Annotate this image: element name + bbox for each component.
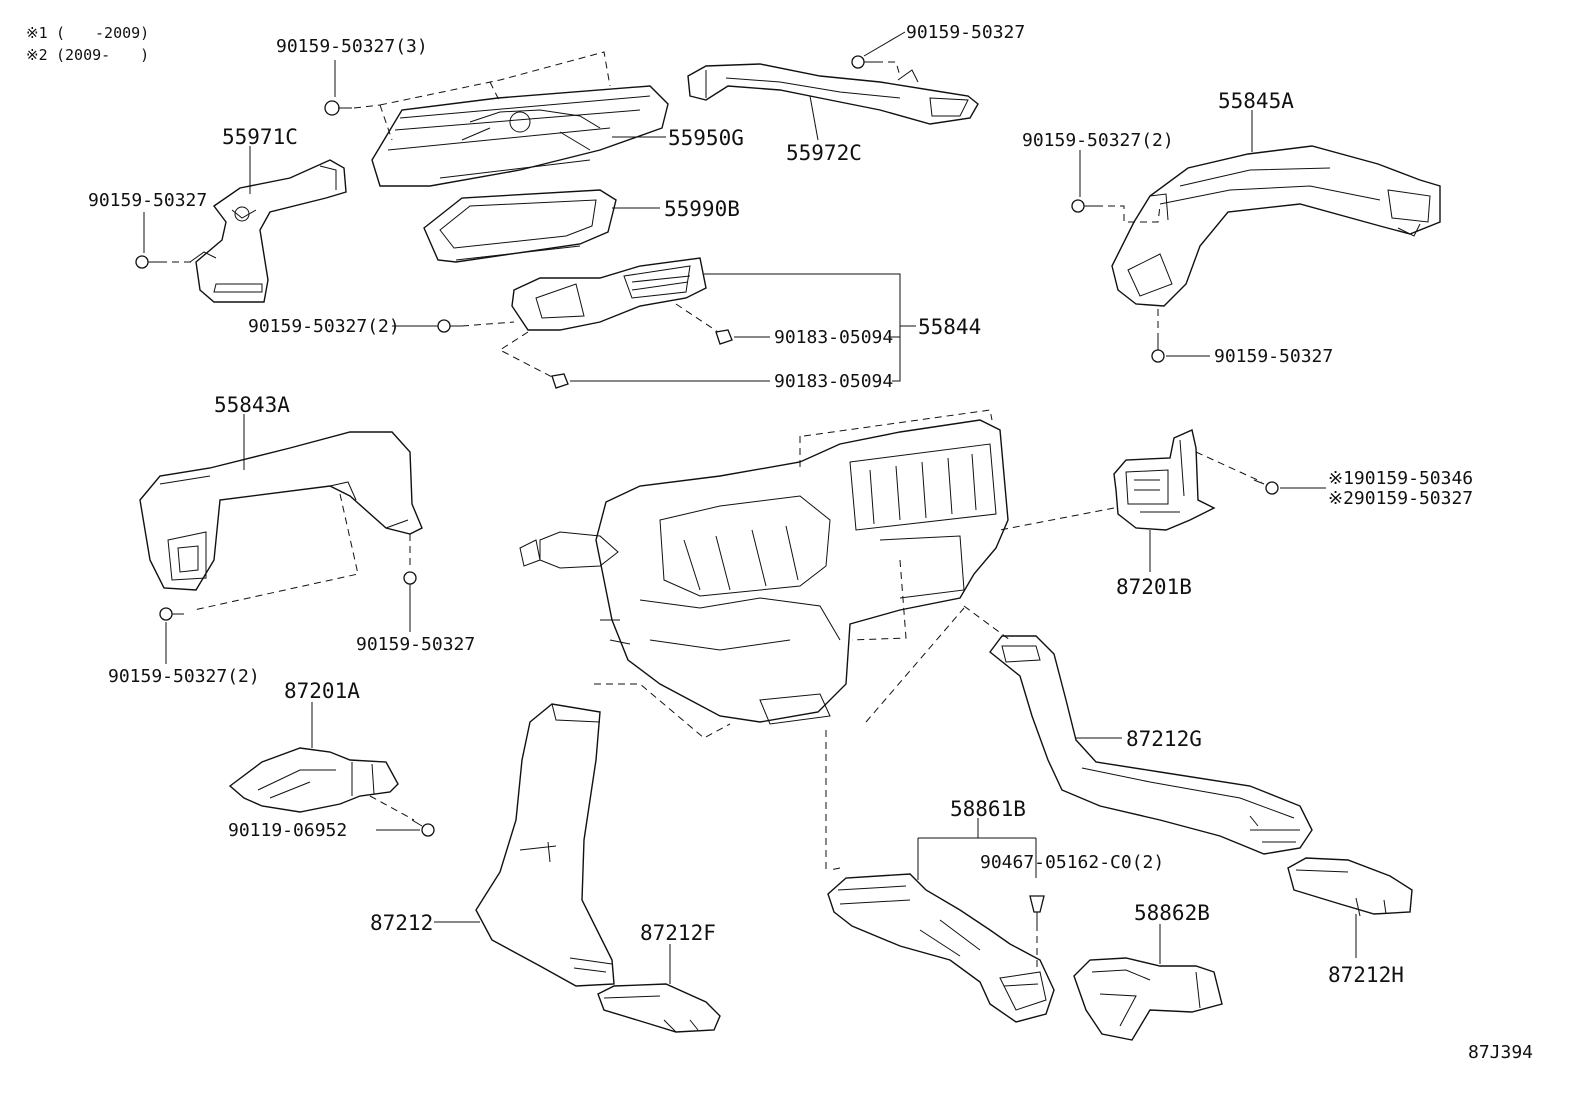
label-55971C: 55971C [222, 125, 298, 149]
label-bolt-843a-l: 90159-50327(2) [108, 666, 260, 687]
part-87201A[interactable] [228, 747, 399, 813]
part-55844[interactable] [511, 257, 707, 331]
bracket-55844 [704, 273, 916, 382]
hvac-unit[interactable] [519, 419, 1009, 725]
bolt-icon [1071, 199, 1096, 213]
part-55845A[interactable] [1111, 145, 1441, 307]
note-2-range: (2009- ) [56, 46, 149, 64]
label-bolt-top3: 90159-50327(3) [276, 36, 428, 57]
bolt-icon [1151, 340, 1165, 363]
bolt-icon [324, 100, 352, 116]
label-bolt-201a: 90119-06952 [228, 820, 347, 841]
part-55990B[interactable] [423, 189, 617, 263]
label-55990B: 55990B [664, 197, 740, 221]
note-2-mark: ※2 [26, 46, 48, 64]
part-55972C[interactable] [687, 63, 979, 125]
dash-55950G [379, 51, 611, 141]
bolt-icon [437, 319, 462, 333]
note-1-range: ( -2009) [56, 24, 149, 42]
diagram-id: 87J394 [1468, 1042, 1533, 1063]
label-87201B: 87201B [1116, 575, 1192, 599]
part-58861B[interactable] [827, 873, 1055, 1023]
label-87212G: 87212G [1126, 727, 1202, 751]
label-87212H: 87212H [1328, 963, 1404, 987]
part-55971C[interactable] [189, 159, 347, 303]
label-55844: 55844 [918, 315, 981, 339]
nut-icon [551, 373, 569, 389]
label-55843A: 55843A [214, 393, 290, 417]
leader-55972C [809, 95, 819, 141]
label-55950G: 55950G [668, 126, 744, 150]
bolt-icon [1253, 479, 1279, 495]
part-87212G[interactable] [989, 635, 1313, 855]
note-1-mark: ※1 [26, 24, 48, 42]
part-87201B[interactable] [1113, 429, 1216, 531]
label-58862B: 58862B [1134, 901, 1210, 925]
bracket-58861B [917, 818, 1037, 880]
label-bolt-843a-r: 90159-50327 [356, 634, 475, 655]
label-bolt-right2: 90159-50327(2) [1022, 130, 1174, 151]
bolt-icon [851, 55, 876, 69]
label-87212: 87212 [370, 911, 433, 935]
part-87212H[interactable] [1287, 857, 1413, 917]
label-bolt-right-lower: 90159-50327 [1214, 346, 1333, 367]
label-bolt-topright: 90159-50327 [906, 22, 1025, 43]
label-nut-1: 90183-05094 [774, 327, 893, 348]
label-bolt-201b-2: ※290159-50327 [1328, 488, 1473, 509]
leader-bolt-topright [863, 31, 906, 57]
label-87212F: 87212F [640, 921, 716, 945]
nut-icon [715, 329, 733, 345]
bolt-icon [159, 607, 184, 621]
label-bolt-left: 90159-50327 [88, 190, 207, 211]
label-55972C: 55972C [786, 141, 862, 165]
label-nut-2: 90183-05094 [774, 371, 893, 392]
part-87212F[interactable] [597, 983, 721, 1033]
label-55845A: 55845A [1218, 89, 1294, 113]
part-58862B[interactable] [1073, 957, 1223, 1041]
part-87212[interactable] [475, 703, 615, 987]
label-58861B: 58861B [950, 797, 1026, 821]
label-87201A: 87201A [284, 679, 360, 703]
bolt-icon [411, 819, 435, 837]
label-clip: 90467-05162-C0(2) [980, 852, 1164, 873]
clip-icon [1029, 895, 1045, 924]
label-bolt-201b-1: ※190159-50346 [1328, 468, 1473, 489]
bolt-icon [135, 255, 160, 269]
part-55950G[interactable] [371, 85, 669, 187]
label-bolt-mid2: 90159-50327(2) [248, 316, 400, 337]
part-55843A[interactable] [139, 431, 423, 591]
bolt-icon [403, 571, 417, 596]
